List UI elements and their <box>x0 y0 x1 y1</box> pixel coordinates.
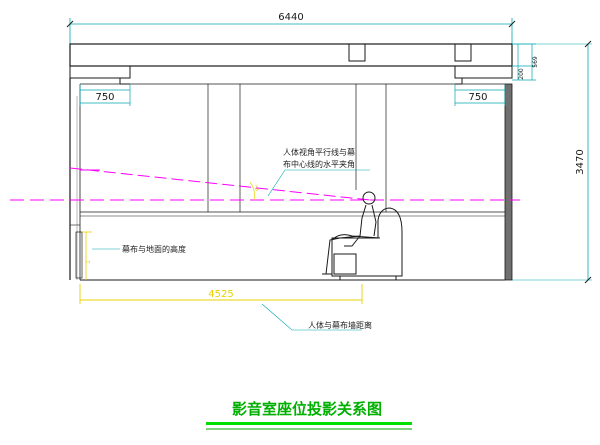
person-in-armchair <box>322 191 403 280</box>
height-label: 3470 <box>575 149 586 174</box>
top-dimension: 6440 <box>66 12 516 44</box>
room-walls <box>69 78 513 281</box>
right-panel-label: 750 <box>468 92 487 103</box>
sight-line-annotation: 人体视角平行线与幕 布中心线的水平夹角 <box>267 147 370 197</box>
right-panel-dimension: 750 <box>454 84 506 106</box>
seat-distance-dimension: 4525 人体与幕布墙距离 <box>79 284 372 331</box>
drawing-title: 影音室座位投影关系图 <box>232 400 382 418</box>
seat-distance-text: 人体与幕布墙距离 <box>308 320 372 330</box>
sight-lines: 4° <box>10 167 520 201</box>
beam-dim-200: 200 <box>518 68 525 80</box>
beam-side-dimensions: 200 569 <box>512 43 539 81</box>
sight-line-text-1: 人体视角平行线与幕 <box>283 147 355 157</box>
screen-height-dim: 1 <box>85 260 92 264</box>
sight-line-text-2: 布中心线的水平夹角 <box>283 159 355 169</box>
left-panel-label: 750 <box>95 92 114 103</box>
height-dimension: 3470 <box>512 40 592 284</box>
screen-height-annotation: 1 幕布与地面的高度 <box>82 231 186 280</box>
screen-height-text: 幕布与地面的高度 <box>122 244 186 254</box>
angle-mark: 4° <box>253 184 262 193</box>
drawing-title-block: 影音室座位投影关系图 <box>206 400 412 430</box>
left-panel-dimension: 750 <box>79 84 131 106</box>
beam-dim-569: 569 <box>532 56 539 68</box>
ceiling-beam <box>69 43 513 85</box>
seat-distance-label: 4525 <box>208 289 233 300</box>
total-width-label: 6440 <box>278 12 303 23</box>
